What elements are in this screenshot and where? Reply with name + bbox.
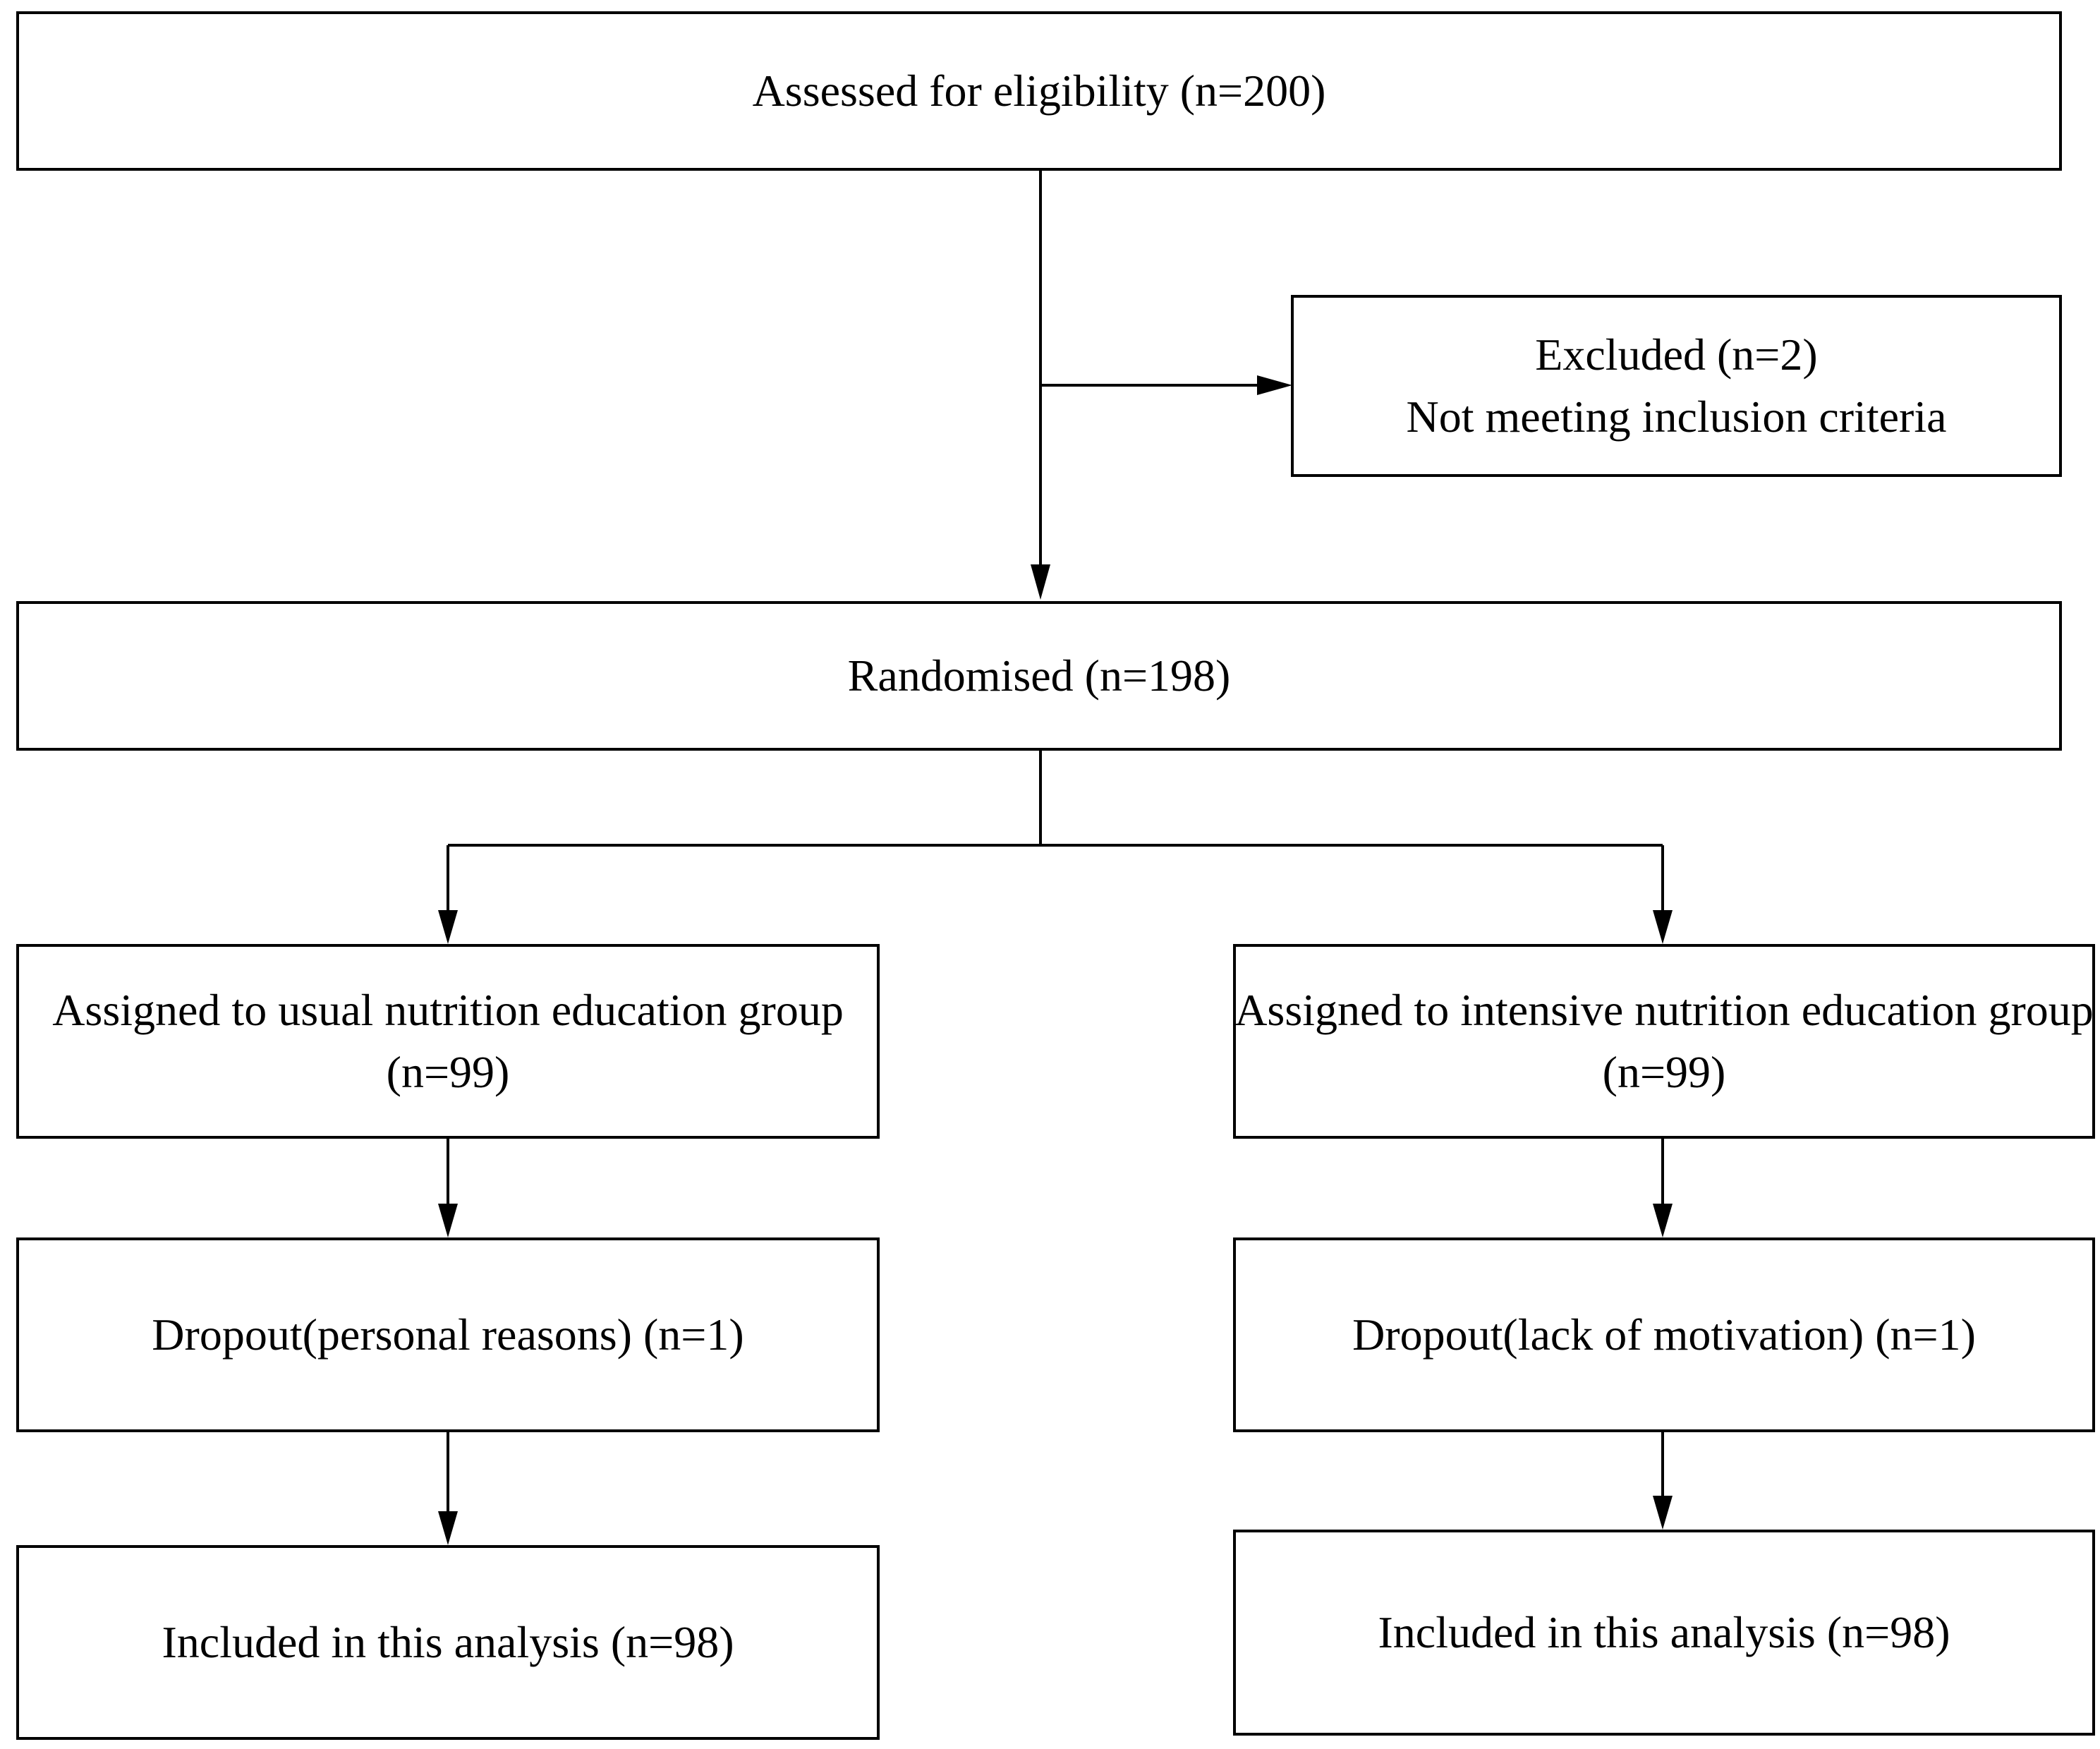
randomised-box: Randomised (n=198) [16, 601, 2062, 751]
usual-dropout-box: Dropout(personal reasons) (n=1) [16, 1237, 880, 1432]
intensive-dropout-box: Dropout(lack of motivation) (n=1) [1233, 1237, 2095, 1432]
assessed-label: Assessed for eligibility (n=200) [752, 66, 1326, 116]
intensive-assigned-box: Assigned to intensive nutrition educatio… [1233, 944, 2095, 1139]
usual-assigned-count: (n=99) [386, 1047, 510, 1097]
assessed-box: Assessed for eligibility (n=200) [16, 11, 2062, 171]
arrowhead-intensive-included [1653, 1496, 1673, 1530]
arrowhead-excluded [1257, 375, 1292, 395]
usual-assigned-label: Assigned to usual nutrition education gr… [52, 985, 844, 1035]
excluded-box: Excluded (n=2) Not meeting inclusion cri… [1291, 295, 2062, 477]
intensive-included-label: Included in this analysis (n=98) [1378, 1607, 1950, 1657]
intensive-assigned-count: (n=99) [1602, 1047, 1726, 1097]
intensive-included-box: Included in this analysis (n=98) [1233, 1530, 2095, 1736]
usual-included-label: Included in this analysis (n=98) [162, 1617, 734, 1667]
usual-included-box: Included in this analysis (n=98) [16, 1545, 880, 1740]
arrowhead-usual-dropout [438, 1204, 458, 1237]
intensive-assigned-label: Assigned to intensive nutrition educatio… [1234, 985, 2094, 1035]
arrowhead-usual-assigned [438, 910, 458, 944]
usual-dropout-label: Dropout(personal reasons) (n=1) [152, 1309, 744, 1360]
intensive-dropout-label: Dropout(lack of motivation) (n=1) [1352, 1309, 1976, 1360]
excluded-label: Excluded (n=2) [1535, 329, 1818, 380]
arrowhead-randomised [1031, 564, 1050, 600]
excluded-reason: Not meeting inclusion criteria [1406, 392, 1947, 442]
arrowhead-intensive-assigned [1653, 910, 1673, 944]
arrowhead-usual-included [438, 1511, 458, 1545]
randomised-label: Randomised (n=198) [847, 650, 1231, 701]
arrowhead-intensive-dropout [1653, 1204, 1673, 1237]
usual-assigned-box: Assigned to usual nutrition education gr… [16, 944, 880, 1139]
